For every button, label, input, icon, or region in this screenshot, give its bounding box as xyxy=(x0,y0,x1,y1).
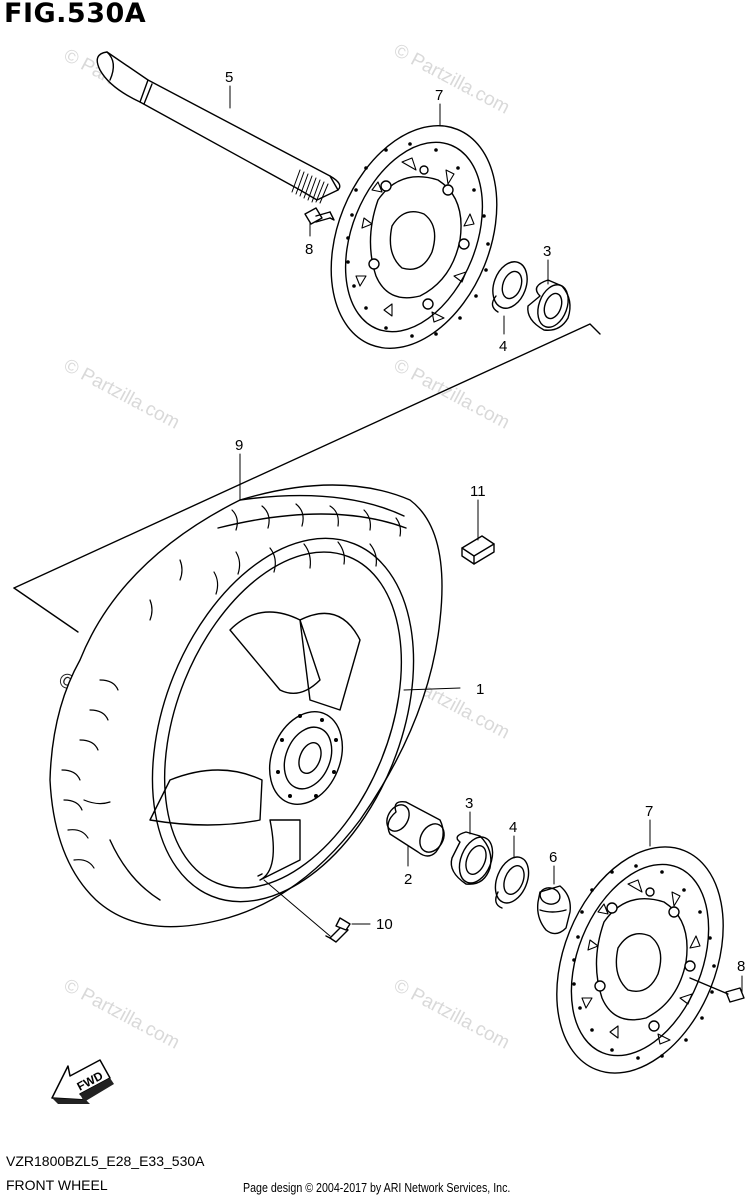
disc-bolt-upper xyxy=(304,207,335,225)
copyright-notice: Page design © 2004-2017 by ARI Network S… xyxy=(243,1180,511,1195)
callout-3-upper: 3 xyxy=(543,243,551,260)
oil-seal-lower xyxy=(494,856,530,909)
figure-title: FIG.530A xyxy=(4,0,147,29)
disc-bolt-lower xyxy=(689,977,745,1003)
bearing-lower xyxy=(450,831,494,885)
callout-7-lower: 7 xyxy=(645,803,653,820)
callout-6: 6 xyxy=(549,849,557,866)
callout-1: 1 xyxy=(476,681,484,698)
model-code: VZR1800BZL5_E28_E33_530A xyxy=(6,1153,205,1169)
callout-3-lower: 3 xyxy=(465,795,473,812)
callout-9: 9 xyxy=(235,437,243,454)
callout-8-upper: 8 xyxy=(305,241,313,258)
bearing-upper xyxy=(527,279,571,331)
spacer xyxy=(386,801,445,857)
callout-8-lower: 8 xyxy=(737,958,745,975)
callout-labels: 1 2 3 3 4 4 5 6 7 7 8 8 9 10 11 xyxy=(225,69,745,975)
oil-seal-upper xyxy=(491,261,528,313)
valve xyxy=(325,917,351,943)
brake-disc-lower xyxy=(556,846,724,1074)
assembly-boundary xyxy=(13,323,601,633)
leader-lines xyxy=(229,85,743,993)
collar xyxy=(536,885,571,935)
balancer-weight xyxy=(461,535,495,565)
callout-2: 2 xyxy=(404,871,412,888)
callout-10: 10 xyxy=(376,916,393,933)
callout-11: 11 xyxy=(470,483,486,500)
callout-7-upper: 7 xyxy=(435,87,443,104)
front-wheel-rim xyxy=(149,537,415,903)
tire xyxy=(49,484,443,928)
front-axle xyxy=(96,51,341,204)
fwd-arrow: FWD xyxy=(51,1059,114,1104)
section-name: FRONT WHEEL xyxy=(6,1177,108,1193)
callout-5: 5 xyxy=(225,69,233,86)
brake-disc-upper xyxy=(330,125,498,349)
callout-4-lower: 4 xyxy=(509,819,517,836)
callout-4-upper: 4 xyxy=(499,338,507,355)
